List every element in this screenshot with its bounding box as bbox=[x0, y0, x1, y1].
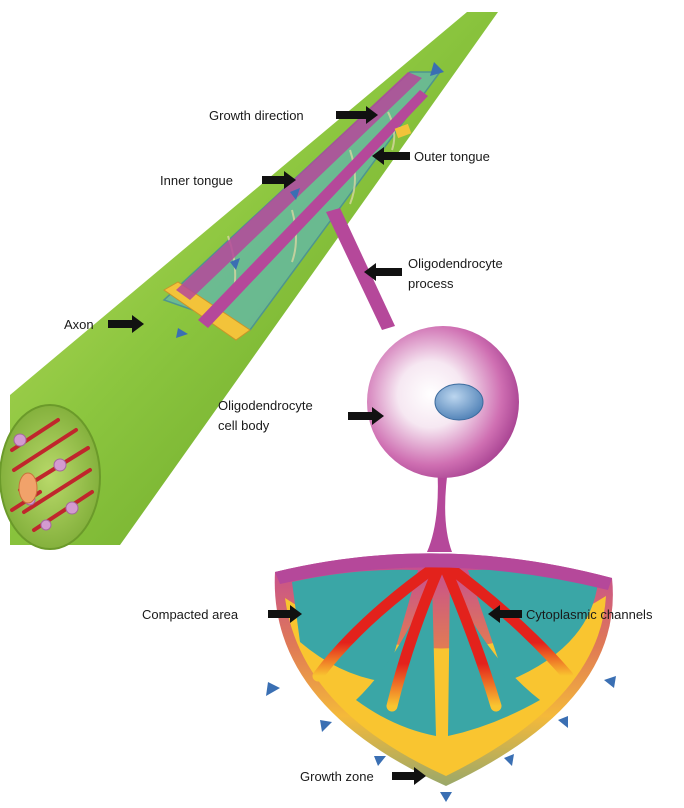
label-oligodendrocyte-process-line1: Oligodendrocyte bbox=[408, 256, 503, 271]
myelin-sheet bbox=[266, 553, 616, 802]
label-growth-direction: Growth direction bbox=[209, 108, 304, 123]
label-growth-zone: Growth zone bbox=[300, 769, 374, 784]
label-oligodendrocyte-body-line1: Oligodendrocyte bbox=[218, 398, 313, 413]
nucleus bbox=[435, 384, 483, 420]
axon-mitochondrion bbox=[19, 473, 37, 503]
label-compacted-area: Compacted area bbox=[142, 607, 239, 622]
label-cytoplasmic-channels: Cytoplasmic channels bbox=[526, 607, 653, 622]
label-axon: Axon bbox=[64, 317, 94, 332]
label-inner-tongue: Inner tongue bbox=[160, 173, 233, 188]
label-outer-tongue: Outer tongue bbox=[414, 149, 490, 164]
label-oligodendrocyte-body-line2: cell body bbox=[218, 418, 270, 433]
label-oligodendrocyte-process-line2: process bbox=[408, 276, 454, 291]
myelin-sheath bbox=[164, 62, 444, 340]
